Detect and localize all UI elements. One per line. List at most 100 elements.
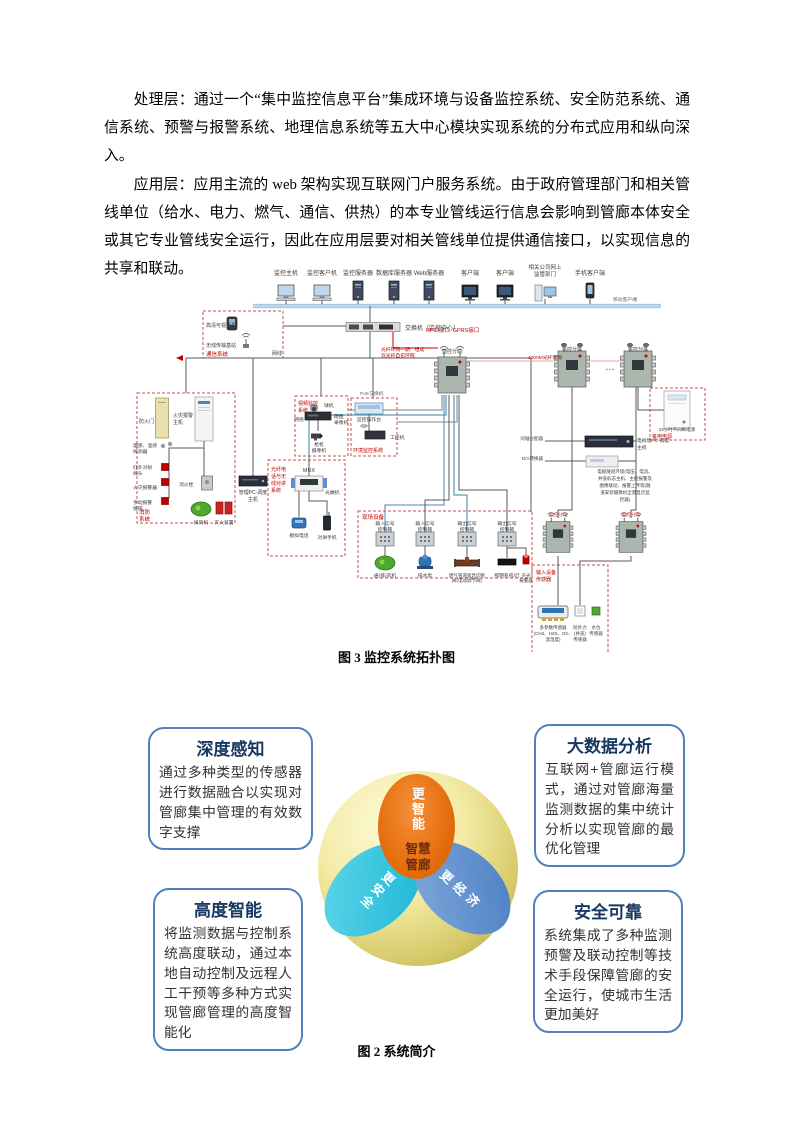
topo-label: 控制箱 bbox=[378, 526, 393, 533]
device-dome-icon bbox=[310, 404, 318, 412]
body-text: 处理层：通过一个“集中监控信息平台”集成环境与设备监控系统、安全防范系统、通信系… bbox=[104, 86, 690, 283]
topo-label: 系统 bbox=[271, 487, 281, 494]
device-sred-icon bbox=[161, 478, 169, 486]
topo-label: 红外对射 bbox=[133, 464, 152, 471]
feature-title: 高度智能 bbox=[194, 901, 262, 920]
paragraph-application-layer: 应用层：应用主流的 web 架构实现互联网门户服务系统。由于政府管理部门和相关管… bbox=[104, 176, 690, 278]
topo-label: 客户端 bbox=[461, 269, 479, 277]
topo-line bbox=[384, 395, 445, 533]
feature-box-deep-perception: 深度感知 通过多种类型的传感器进行数据融合以实现对管廊集中管理的有效数字支撑 bbox=[148, 727, 313, 851]
topo-label: 手动报警 bbox=[133, 499, 152, 506]
device-ext-icon bbox=[215, 501, 233, 515]
topo-label: 数据库服务器 bbox=[376, 269, 412, 277]
topo-label: 烟感、温感 bbox=[133, 442, 157, 449]
topo-label: 客户端 bbox=[496, 269, 514, 277]
topo-label: 管理PC-调度 bbox=[239, 489, 268, 496]
topo-label: 监控分站 bbox=[442, 348, 462, 355]
venn-petal-smarter bbox=[378, 774, 455, 879]
device-whitebox-icon bbox=[585, 455, 619, 468]
feature-box-big-data: 大数据分析 互联网+管廊运行模式，通过对管廊海量监测数据的集中统计分析以实现管廊… bbox=[534, 724, 685, 868]
topo-line bbox=[630, 461, 637, 518]
topo-label: 视频监控 bbox=[298, 400, 318, 407]
device-pcset-icon bbox=[534, 284, 557, 302]
topo-line bbox=[637, 383, 665, 411]
topo-label: 系统 bbox=[298, 407, 308, 414]
device-station-icon bbox=[615, 512, 647, 553]
device-bluephone-icon bbox=[291, 517, 307, 529]
topo-label: 监控服务器 bbox=[343, 269, 373, 277]
topo-label: 传感器 bbox=[589, 630, 603, 637]
device-fan-icon bbox=[374, 555, 396, 571]
figure2-caption: 图 2 系统简介 bbox=[357, 1044, 436, 1059]
device-antenna-icon bbox=[241, 333, 251, 348]
topo-label: 网线 bbox=[272, 350, 282, 357]
topo-label: 消火栓 bbox=[179, 481, 194, 488]
device-tower-icon bbox=[352, 280, 364, 301]
topo-label: 监控分站 bbox=[621, 511, 640, 518]
topo-label: 输入信号 bbox=[375, 520, 394, 527]
topo-label: 相关公司网上 bbox=[528, 263, 562, 271]
topo-label: 主机 bbox=[173, 419, 183, 426]
device-dot-icon bbox=[167, 441, 173, 447]
device-cam-icon bbox=[311, 433, 323, 441]
topo-label: 主机 bbox=[637, 444, 647, 451]
device-lightbar-icon bbox=[497, 558, 517, 566]
device-pc-icon bbox=[312, 284, 332, 301]
topo-label: 环境监控系统 bbox=[353, 447, 383, 454]
topo-line bbox=[168, 447, 204, 498]
topo-label: 按钮 bbox=[133, 505, 143, 512]
topo-label: 高清可视话机 bbox=[206, 322, 236, 329]
topo-label: Web服务器 bbox=[414, 269, 444, 277]
topo-label: 声光 bbox=[522, 572, 531, 579]
topo-label: PoE交换机 bbox=[360, 390, 384, 397]
device-cup-icon bbox=[591, 606, 601, 616]
topo-label: 交换机（监控中心） bbox=[405, 324, 459, 332]
topo-label: 光纤环网一期：组成 bbox=[381, 346, 424, 353]
device-sred-icon bbox=[161, 463, 169, 471]
device-sred-icon bbox=[161, 497, 169, 505]
topo-label: 输入设备 bbox=[536, 569, 556, 576]
topo-label: 道安装摄像机全景显示监 bbox=[600, 489, 650, 496]
topo-label: 通(排)风机 bbox=[374, 572, 397, 579]
feature-body: 通过多种类型的传感器进行数据融合以实现对管廊集中管理的有效数字支撑 bbox=[159, 765, 302, 840]
topo-label: 电缆隧道环境(电压、电流、 bbox=[597, 468, 653, 475]
topo-label: 移动客户端 bbox=[613, 296, 637, 303]
device-msensor-icon bbox=[537, 605, 569, 621]
topo-label: 备用电源 bbox=[652, 433, 672, 440]
topo-label: 对讲手机 bbox=[317, 534, 336, 541]
device-rackS-icon bbox=[238, 475, 268, 487]
box-environment-monitoring bbox=[350, 397, 398, 457]
topo-label: 工控机 bbox=[390, 434, 405, 441]
device-station-icon bbox=[542, 512, 574, 553]
device-mux-icon bbox=[291, 475, 327, 492]
topo-label: GPRS接口 bbox=[453, 326, 480, 334]
topo-line bbox=[424, 395, 450, 533]
topo-label: D/A转换器 bbox=[522, 455, 544, 462]
topo-label: (CH4、H2S、O2、 bbox=[534, 631, 573, 636]
topo-label: 控制箱 bbox=[500, 526, 515, 533]
topo-label: 无线传输基站 bbox=[206, 342, 236, 349]
topo-label: 模拟电话 bbox=[289, 532, 308, 539]
figure3-caption: 图 3 监控系统拓扑图 bbox=[337, 650, 455, 665]
topo-line bbox=[507, 547, 527, 555]
topo-label: 照明系统/灯 bbox=[494, 572, 520, 579]
topo-label: 枪机 bbox=[314, 441, 324, 448]
topo-label: 防火门 bbox=[139, 418, 154, 425]
device-dvr-icon bbox=[304, 411, 332, 421]
topo-label: 球机 bbox=[324, 402, 334, 409]
device-tower-icon bbox=[388, 280, 400, 301]
topo-line bbox=[392, 332, 438, 349]
topo-label: 输入信号 bbox=[415, 520, 434, 527]
topo-label: RFID接口 bbox=[426, 326, 450, 334]
topo-line bbox=[618, 383, 637, 462]
device-fan-icon bbox=[190, 501, 212, 517]
venn-center-label: 智慧管廊 bbox=[405, 842, 431, 872]
topo-label: (井盖) bbox=[574, 630, 586, 637]
topo-label: 灭火装置 bbox=[214, 519, 233, 526]
topo-line bbox=[308, 395, 447, 460]
device-cabw-icon bbox=[194, 396, 214, 442]
device-caby-icon bbox=[155, 397, 169, 439]
topo-label: 手机客户端 bbox=[575, 269, 605, 277]
topo-label: 监控主机 bbox=[274, 269, 298, 277]
topo-label: 通信系统 bbox=[206, 350, 229, 358]
